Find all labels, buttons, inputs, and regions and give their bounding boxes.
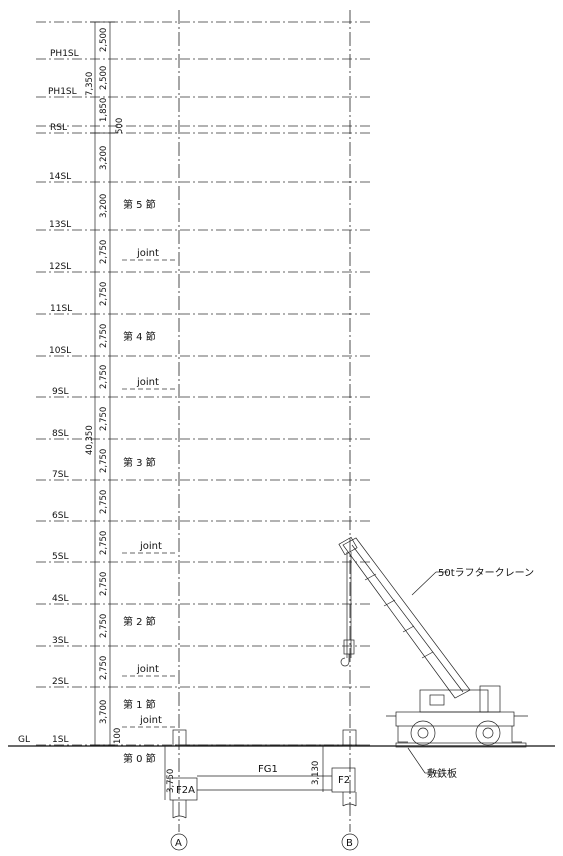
dim-500: 500	[115, 118, 125, 134]
dim-3200-a: 3,200	[99, 146, 109, 170]
dim-1850: 1,850	[99, 98, 109, 122]
level-label-ph1sl-bottom: PH1SL	[48, 87, 77, 97]
dim-3200-b: 3,200	[99, 194, 109, 218]
level-label-4sl: 4SL	[52, 594, 68, 604]
joint-label: joint	[139, 715, 162, 726]
dim-2750-9: 2,750	[99, 407, 109, 431]
dim-2500: 2,500	[99, 66, 109, 90]
section-1-label: 第 1 節	[123, 698, 156, 711]
crane: 50tラフタークレーン 敷鉄板	[338, 536, 534, 780]
axis-a-marker	[170, 833, 188, 851]
level-label-1sl: 1SL	[52, 735, 68, 745]
level-label-14sl: 14SL	[49, 172, 71, 182]
dim-2500-top: 2,500	[99, 28, 109, 52]
dim-2750-12: 2,750	[99, 282, 109, 306]
joint-label: joint	[136, 377, 159, 388]
footing-f2a-label: F2A	[176, 785, 195, 796]
level-label-8sl: 8SL	[52, 429, 68, 439]
section-3-label: 第 3 節	[123, 456, 156, 469]
joint-markers: joint joint joint joint joint	[122, 248, 178, 728]
footing-f2-label: F2	[338, 775, 350, 786]
axis-markers: A B	[170, 833, 359, 851]
section-2-label: 第 2 節	[123, 615, 156, 628]
axis-b-marker	[341, 833, 359, 851]
level-label-9sl: 9SL	[52, 387, 68, 397]
section-4-label: 第 4 節	[123, 330, 156, 343]
level-label-11sl: 11SL	[50, 304, 72, 314]
level-label-10sl: 10SL	[49, 346, 71, 356]
steel-plate-label: 敷鉄板	[427, 767, 457, 780]
section-5-label: 第 5 節	[123, 198, 156, 211]
level-label-5sl: 5SL	[52, 552, 68, 562]
dim-2750-5: 2,750	[99, 572, 109, 596]
floor-lines	[36, 21, 370, 746]
footing-f2a	[169, 777, 198, 801]
foundation-beam-fg1-label: FG1	[258, 764, 278, 775]
dim-2750-11: 2,750	[99, 324, 109, 348]
footing-f2	[331, 767, 356, 793]
level-label-7sl: 7SL	[52, 470, 68, 480]
joint-label: joint	[139, 541, 162, 552]
dim-total-main: 40,350	[85, 425, 95, 455]
level-label-ph1sl-top: PH1SL	[50, 49, 79, 59]
level-label-13sl: 13SL	[49, 220, 71, 230]
dim-100: 100	[113, 728, 123, 744]
dimension-texts: 2,500 2,500 1,850 500 3,200 3,200 2,750 …	[85, 28, 321, 793]
dim-2750-7: 2,750	[99, 490, 109, 514]
dimension-lines	[90, 21, 115, 746]
dim-2750-6: 2,750	[99, 531, 109, 555]
joint-label: joint	[136, 248, 159, 259]
level-label-2sl: 2SL	[52, 677, 68, 687]
dim-total-ph: 7,350	[85, 72, 95, 96]
axis-lines	[178, 10, 351, 832]
section-0-label: 第 0 節	[123, 752, 156, 765]
dim-2750-8: 2,750	[99, 449, 109, 473]
joint-label: joint	[136, 664, 159, 675]
level-label-3sl: 3SL	[52, 636, 68, 646]
axis-b-label: B	[346, 838, 353, 849]
level-label-12sl: 12SL	[49, 262, 71, 272]
ground-and-foundation: F2A F2 FG1	[8, 729, 555, 819]
dim-2750-13: 2,750	[99, 240, 109, 264]
crane-label: 50tラフタークレーン	[438, 567, 534, 579]
axis-a-label: A	[175, 838, 182, 849]
section-labels: 第 5 節 第 4 節 第 3 節 第 2 節 第 1 節 第 0 節	[123, 198, 156, 765]
dim-2750-4: 2,750	[99, 614, 109, 638]
dim-3130: 3,130	[311, 761, 321, 785]
dim-3700: 3,700	[99, 700, 109, 724]
dim-2750-3: 2,750	[99, 656, 109, 680]
level-labels: PH1SL PH1SL RSL 14SL 13SL 12SL 11SL 10SL…	[18, 49, 79, 745]
level-label-rsl: RSL	[50, 123, 67, 133]
level-label-gl: GL	[18, 735, 30, 745]
dim-2750-10: 2,750	[99, 365, 109, 389]
level-label-6sl: 6SL	[52, 511, 68, 521]
dim-3750: 3,750	[166, 769, 176, 793]
